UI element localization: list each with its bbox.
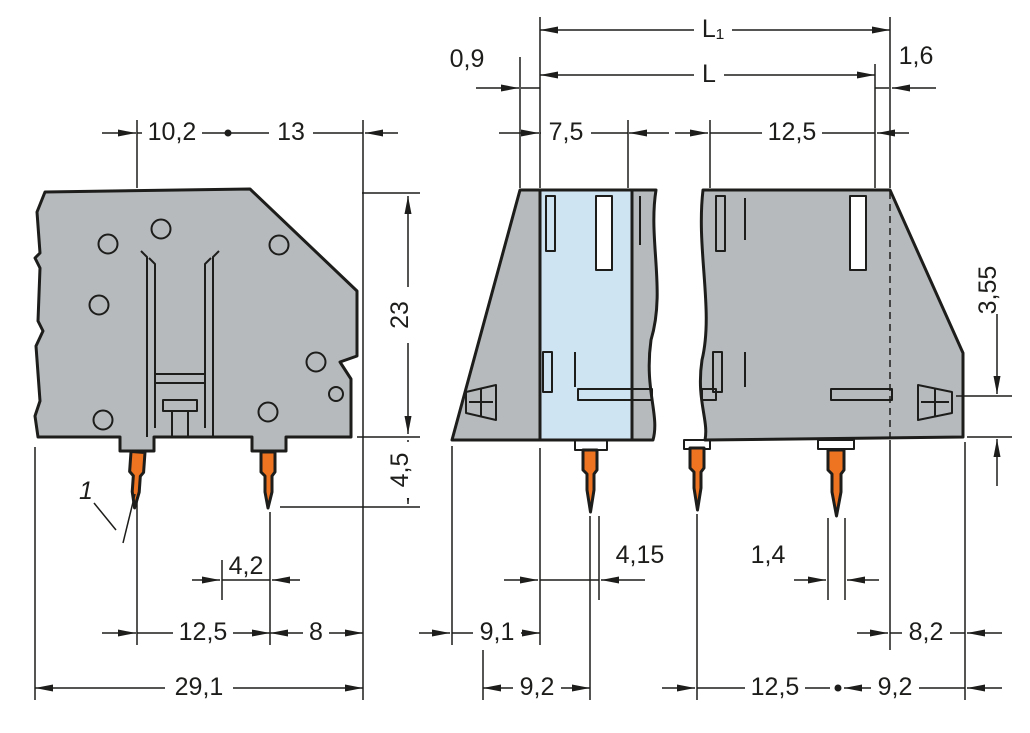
housing-slot [712, 351, 723, 393]
busbar [701, 388, 717, 401]
mounting-hole [257, 401, 279, 423]
side-view [33, 187, 359, 510]
cross-recess [917, 384, 953, 421]
solder-pin [259, 450, 277, 510]
mounting-hole [268, 234, 290, 256]
solder-pin [128, 450, 147, 510]
dimension-labels: L₁ L 0,9 1,6 10,2 13 7,5 12,5 23 4,5 3,5… [79, 15, 1002, 701]
dim-label-L: L [702, 60, 716, 88]
housing-slot [545, 195, 556, 252]
dim-label-8: 8 [309, 618, 323, 646]
solder-pin [826, 448, 846, 518]
extension-lines [34, 17, 1012, 700]
mounting-hole [328, 386, 344, 402]
reference-dot [834, 684, 842, 692]
dim-label-12-5-bl: 12,5 [179, 618, 228, 646]
front-section-right-broken [630, 188, 659, 442]
front-view-body [698, 188, 965, 442]
pin-boss [817, 439, 855, 450]
mounting-hole [88, 294, 110, 316]
dim-label-1-6: 1,6 [899, 42, 934, 70]
mounting-hole [305, 351, 327, 373]
dim-label-10-2: 10,2 [148, 118, 197, 146]
angle-reference-line [122, 493, 136, 544]
dim-label-29-1: 29,1 [175, 673, 224, 701]
dim-label-4-5: 4,5 [386, 453, 414, 488]
clamp-mechanism [140, 250, 220, 437]
dim-label-7-5: 7,5 [549, 118, 584, 146]
dim-label-0-9: 0,9 [450, 45, 485, 73]
dim-label-12-5-top: 12,5 [768, 118, 817, 146]
housing-slot [849, 195, 867, 271]
label-backgrounds [142, 16, 950, 701]
dim-label-4-15: 4,15 [616, 541, 665, 569]
dim-label-1-4: 1,4 [751, 541, 786, 569]
dim-label-9-1: 9,1 [480, 618, 515, 646]
dim-label-8-2: 8,2 [909, 618, 944, 646]
dim-label-12-5-br: 12,5 [751, 673, 800, 701]
dim-label-angle-1: 1 [79, 477, 93, 505]
mounting-hole [92, 409, 114, 431]
dim-label-3-55: 3,55 [974, 266, 1002, 315]
dim-label-9-2-mid: 9,2 [520, 673, 555, 701]
busbar [830, 388, 893, 401]
front-section-view [450, 188, 659, 514]
mounting-hole [97, 233, 119, 255]
solder-pin [688, 446, 706, 512]
dim-label-23: 23 [386, 301, 414, 329]
section-highlight [538, 188, 634, 442]
housing-slot [542, 351, 553, 393]
dim-label-13: 13 [277, 118, 305, 146]
housing-slot [595, 195, 613, 271]
cross-recess [465, 384, 497, 421]
dim-label-9-2-right: 9,2 [878, 673, 913, 701]
reference-dot [224, 129, 232, 137]
dim-label-4-2: 4,2 [229, 552, 264, 580]
dim-label-L1: L₁ [702, 15, 724, 43]
solder-pin [581, 448, 599, 514]
mounting-hole [150, 218, 172, 240]
angle-leader-line [93, 502, 117, 531]
front-view [683, 188, 965, 518]
housing-slot [715, 195, 726, 252]
busbar [577, 388, 653, 401]
